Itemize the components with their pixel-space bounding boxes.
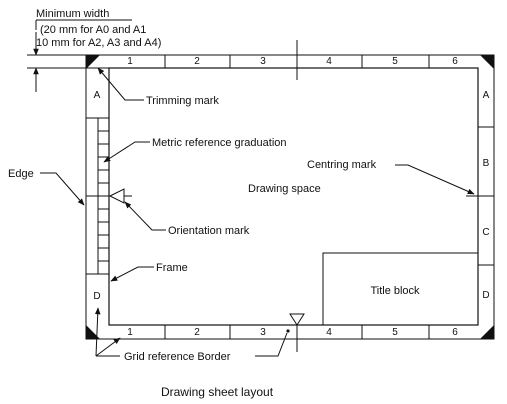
orientation-mark-leader xyxy=(124,201,166,231)
grid-numbers-bottom: 1 2 3 4 5 6 xyxy=(127,327,458,338)
trimming-mark-bottom-right xyxy=(480,325,494,339)
svg-text:3: 3 xyxy=(260,56,266,67)
grid-numbers-top: 1 2 3 4 5 6 xyxy=(127,56,458,67)
title-block xyxy=(322,252,479,326)
centring-marks xyxy=(86,40,494,352)
grid-letter-left-d: D xyxy=(93,291,100,302)
svg-text:1: 1 xyxy=(127,56,133,67)
metric-reference-graduation-label: Metric reference graduation xyxy=(152,137,287,149)
grid-reference-border-label: Grid reference Border xyxy=(124,351,231,363)
orientation-mark-bottom xyxy=(289,313,305,326)
grid-letter-right-b: B xyxy=(483,158,490,169)
orientation-mark-left xyxy=(108,188,125,204)
svg-text:5: 5 xyxy=(392,56,398,67)
grid-reference-border-leaders xyxy=(94,307,288,357)
svg-text:5: 5 xyxy=(392,327,398,338)
trimming-mark-label: Trimming mark xyxy=(146,95,219,107)
svg-text:6: 6 xyxy=(452,327,458,338)
minimum-width-line2: 10 mm for A2, A3 and A4) xyxy=(36,37,161,49)
centring-mark-label: Centring mark xyxy=(307,159,377,171)
title-block-label: Title block xyxy=(370,285,420,297)
trimming-mark-top-right xyxy=(480,55,494,69)
minimum-width-title: Minimum width xyxy=(36,8,109,20)
edge-leader xyxy=(40,172,85,206)
grid-reference-dot xyxy=(286,329,290,333)
centring-mark-leader xyxy=(395,164,475,195)
trimming-mark-leader xyxy=(97,67,144,101)
drawing-space-label: Drawing space xyxy=(248,183,321,195)
grid-letter-right-c: C xyxy=(482,227,489,238)
sheet-edge xyxy=(85,54,495,340)
svg-text:4: 4 xyxy=(326,327,332,338)
svg-text:3: 3 xyxy=(260,327,266,338)
orientation-mark-label: Orientation mark xyxy=(168,225,250,237)
svg-text:2: 2 xyxy=(194,327,200,338)
trimming-mark-bottom-left xyxy=(86,325,100,339)
metric-reference-graduation-leader xyxy=(103,141,150,163)
grid-letter-left-a: A xyxy=(94,90,101,101)
diagram-caption: Drawing sheet layout xyxy=(161,385,274,399)
svg-text:4: 4 xyxy=(326,56,332,67)
frame-leader xyxy=(110,266,154,282)
svg-text:1: 1 xyxy=(127,327,133,338)
svg-text:2: 2 xyxy=(194,56,200,67)
grid-letter-right-a: A xyxy=(483,90,490,101)
grid-letter-right-d: D xyxy=(482,290,489,301)
minimum-width-line1: (20 mm for A0 and A1 xyxy=(40,24,146,36)
svg-text:6: 6 xyxy=(452,56,458,67)
edge-label: Edge xyxy=(8,168,34,180)
frame-label: Frame xyxy=(156,262,188,274)
trimming-mark-top-left xyxy=(86,55,100,69)
